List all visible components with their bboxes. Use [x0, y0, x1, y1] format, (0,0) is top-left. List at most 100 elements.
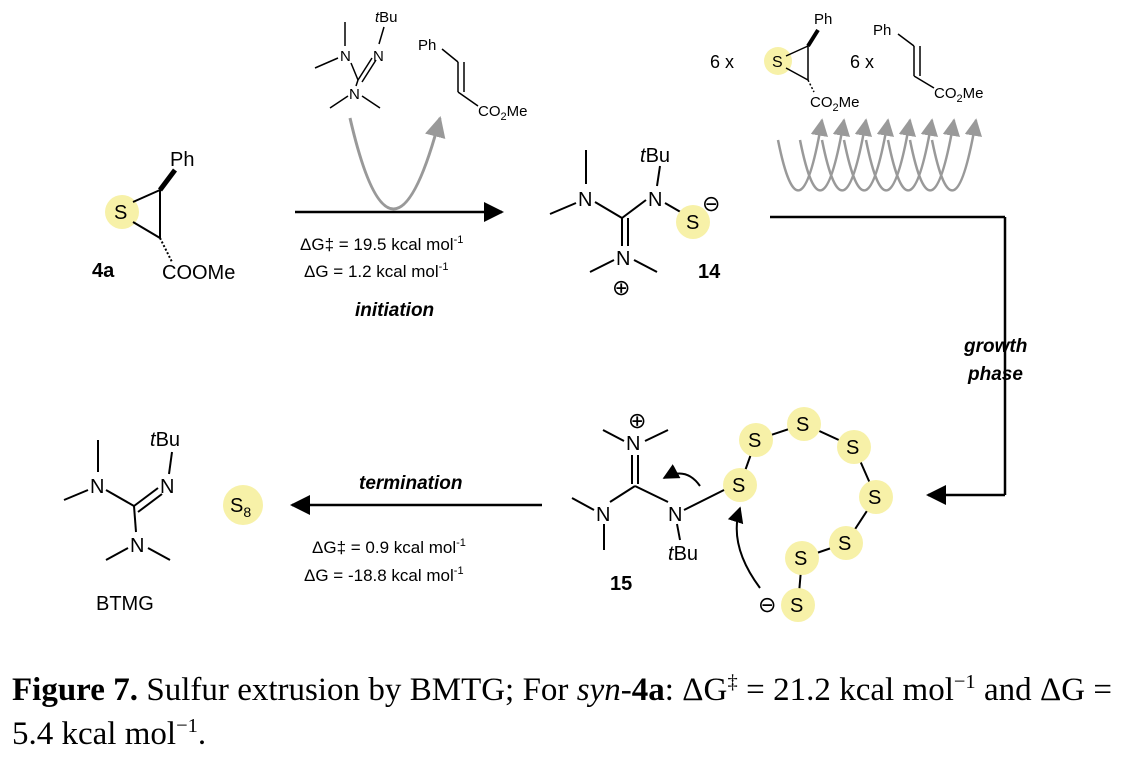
highlight-s-4a: [105, 195, 139, 229]
growth-phase: 6 x S Ph CO2Me 6 x Ph CO2Me growth: [710, 11, 1027, 505]
atom-s: S: [796, 414, 809, 436]
highlight-s8: [223, 485, 263, 525]
growth-label-line1: growth: [963, 336, 1027, 357]
caption-text-4: and ΔG = 5.4 kcal mol: [12, 672, 1112, 752]
caption-figure-number: Figure 7.: [12, 672, 138, 708]
termination-dg-act-exp: -1: [456, 537, 466, 549]
atom-n: N: [578, 189, 592, 211]
termination-dg: ΔG = -18.8 kcal mol: [304, 566, 454, 585]
anion-charge: ⊖: [702, 191, 720, 216]
co2me-me: Me: [839, 94, 860, 111]
atom-n: N: [668, 504, 682, 526]
growth-gray-arrows: [776, 118, 982, 192]
six-x-label-1: 6 x: [710, 52, 734, 72]
s8-s: S: [230, 495, 243, 517]
svg-text:tBu: tBu: [640, 145, 670, 167]
co2me-sub: 2: [501, 111, 507, 123]
atom-n: N: [596, 504, 610, 526]
phenyl-label: Ph: [873, 22, 891, 39]
svg-text:ΔG = -18.8 kcal mol-1: ΔG = -18.8 kcal mol-1: [304, 565, 464, 585]
atom-n: N: [130, 535, 144, 557]
co2me-sub: 2: [957, 93, 963, 105]
compound-label-15: 15: [610, 573, 632, 595]
atom-s: S: [790, 595, 803, 617]
figure-caption: Figure 7. Sulfur extrusion by BMTG; For …: [12, 668, 1112, 756]
caption-text-3: = 21.2 kcal mol: [737, 672, 954, 708]
atom-s: S: [114, 202, 127, 224]
atom-n: N: [373, 48, 384, 65]
initiation-dg-act-exp: -1: [454, 234, 464, 246]
btmg-product: N N N tBu BTMG: [63, 429, 180, 615]
termination-label: termination: [359, 473, 462, 494]
atom-n: N: [626, 433, 640, 455]
atom-n: N: [349, 86, 360, 103]
svg-text:ΔG = 1.2 kcal mol-1: ΔG = 1.2 kcal mol-1: [304, 261, 448, 281]
compound-label-4a: 4a: [92, 260, 115, 282]
co2me-sub: 2: [833, 102, 839, 114]
initiation-dg-exp: -1: [439, 261, 449, 273]
highlight-s-14: [676, 205, 710, 239]
growth-label-line2: phase: [967, 364, 1023, 385]
svg-text:tBu: tBu: [375, 9, 398, 26]
co2me-co: CO: [810, 94, 833, 111]
caption-text-2: : ΔG: [664, 672, 728, 708]
cation-charge: ⊕: [628, 408, 646, 433]
atom-n: N: [616, 248, 630, 270]
methyl-cinnamate-top: Ph CO2Me: [418, 37, 527, 123]
caption-dagger: ‡: [727, 671, 738, 693]
btmg-catalyst-top: N N N tBu: [314, 9, 398, 109]
initiation-dg: ΔG = 1.2 kcal mol: [304, 262, 439, 281]
caption-compound: 4a: [631, 672, 665, 708]
anion-charge: ⊖: [758, 592, 776, 617]
svg-text:S8: S8: [230, 495, 251, 520]
six-x-label-2: 6 x: [850, 52, 874, 72]
initiation-dg-act: ΔG‡ = 19.5 kcal mol: [300, 235, 454, 254]
atom-s: S: [794, 548, 807, 570]
cation-charge: ⊕: [612, 275, 630, 300]
termination-dg-act: ΔG‡ = 0.9 kcal mol: [312, 538, 456, 557]
caption-exp-2: −1: [176, 715, 198, 737]
co2me-me: Me: [507, 103, 528, 120]
atom-s: S: [732, 475, 745, 497]
caption-dash: -: [620, 672, 632, 708]
caption-text-5: .: [197, 716, 207, 752]
tbu-bu: Bu: [156, 429, 180, 451]
svg-text:ΔG‡ = 19.5 kcal mol-1: ΔG‡ = 19.5 kcal mol-1: [300, 234, 463, 254]
intermediate-14: N N N tBu S ⊖ ⊕ 14: [549, 145, 721, 300]
atom-s: S: [868, 487, 881, 509]
atom-s: S: [686, 212, 699, 234]
svg-text:tBu: tBu: [150, 429, 180, 451]
attack-arrow: [727, 506, 761, 589]
tbu-bu: Bu: [379, 9, 397, 26]
reaction-scheme: S Ph COOMe 4a N N N tBu Ph CO2Me ΔG: [63, 9, 1027, 622]
s8-sub: 8: [243, 504, 251, 520]
electron-push-arrow: [662, 464, 701, 487]
phenyl-label: Ph: [170, 149, 194, 171]
svg-text:CO2Me: CO2Me: [478, 103, 527, 123]
tbu-t: t: [640, 145, 647, 167]
svg-text:CO2Me: CO2Me: [810, 94, 859, 114]
atom-s: S: [772, 54, 783, 71]
phenyl-label: Ph: [418, 37, 436, 54]
compound-label-14: 14: [698, 261, 721, 283]
caption-syn: syn: [576, 672, 621, 708]
intermediate-15: N ⊕ N N tBu 15: [571, 408, 725, 595]
caption-text-1: Sulfur extrusion by BMTG; For: [137, 672, 577, 708]
thiirane-4a: S Ph COOMe 4a: [92, 149, 235, 284]
initiation-label: initiation: [355, 300, 434, 321]
btmg-label: BTMG: [96, 593, 154, 615]
co2me-co: CO: [478, 103, 501, 120]
atom-n: N: [340, 48, 351, 65]
caption-exp-1: −1: [953, 671, 976, 693]
tbu-t: t: [150, 429, 157, 451]
svg-text:CO2Me: CO2Me: [934, 85, 983, 105]
atom-s: S: [846, 437, 859, 459]
highlight-s-thiirane: [764, 47, 792, 75]
co2me-co: CO: [934, 85, 957, 102]
atom-n: N: [648, 189, 662, 211]
ester-label: COOMe: [162, 262, 235, 284]
atom-s: S: [838, 533, 851, 555]
phenyl-label: Ph: [814, 11, 832, 28]
highlight-s-chain: [723, 407, 893, 622]
atom-s: S: [748, 430, 761, 452]
